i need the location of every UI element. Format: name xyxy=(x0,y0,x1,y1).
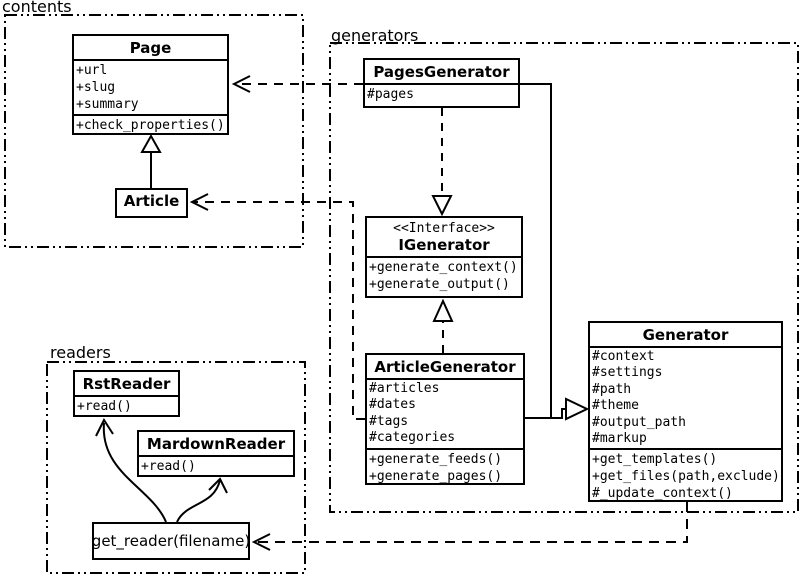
method: +generate_output() xyxy=(369,277,510,292)
attribute: #settings xyxy=(592,365,663,381)
generalization-pagesgenerator-to-generator xyxy=(519,83,552,418)
method: +read() xyxy=(77,399,132,414)
realization-articlegenerator-to-igenerator xyxy=(432,298,454,353)
method: +read() xyxy=(141,459,196,474)
attribute: #path xyxy=(592,381,632,397)
class-page-attributes: +url +slug +summary xyxy=(74,59,227,114)
dependency-articlegenerator-to-article xyxy=(189,193,365,420)
attribute: #markup xyxy=(592,431,647,447)
arrow-getreader-to-rstreader xyxy=(95,417,167,523)
class-rstreader: RstReader +read() xyxy=(73,370,180,417)
arrow-getreader-to-mardownreader xyxy=(176,477,228,523)
class-igenerator-stereotype: <<Interface>> xyxy=(393,221,495,236)
package-border-generators xyxy=(329,42,799,513)
method: +generate_feeds() xyxy=(369,451,503,467)
dependency-generator-to-getreader xyxy=(251,502,688,551)
class-generator-attributes: #context #settings #path #theme #output_… xyxy=(590,346,781,448)
attribute: +slug xyxy=(76,80,116,95)
method: +get_files(path,exclude) xyxy=(592,469,780,485)
class-articlegenerator-attributes: #articles #dates #tags #categories xyxy=(367,378,523,448)
method: +check_properties() xyxy=(76,118,225,133)
attribute: #context xyxy=(592,349,655,364)
method: +get_templates() xyxy=(592,452,718,468)
package-label-generators: generators xyxy=(331,26,419,45)
package-label-contents: contents xyxy=(2,0,72,16)
class-article: Article xyxy=(115,188,188,218)
attribute: #articles xyxy=(369,381,440,396)
realization-pagesgenerator-to-igenerator xyxy=(431,108,453,217)
class-pagesgenerator-title: PagesGenerator xyxy=(373,63,510,81)
class-pagesgenerator-attributes: #pages xyxy=(365,83,518,104)
function-get-reader: get_reader(filename) xyxy=(92,522,250,560)
class-generator-methods: +get_templates() +get_files(path,exclude… xyxy=(590,448,781,502)
function-get-reader-label: get_reader(filename) xyxy=(91,532,251,550)
method: #_update_context() xyxy=(592,486,733,502)
generalization-article-to-page xyxy=(140,133,162,188)
package-border-contents xyxy=(4,14,304,248)
class-generator-title: Generator xyxy=(642,326,729,344)
dependency-pagesgenerator-to-page xyxy=(231,75,363,93)
class-igenerator-title: IGenerator xyxy=(398,236,490,254)
attribute: #theme xyxy=(592,398,639,414)
method: +generate_context() xyxy=(369,260,518,275)
package-border-readers xyxy=(46,361,306,574)
class-mardownreader: MardownReader +read() xyxy=(137,430,295,477)
class-generator: Generator #context #settings #path #them… xyxy=(588,321,783,502)
generalization-articlegenerator-to-generator xyxy=(525,397,590,421)
class-page-title: Page xyxy=(129,39,172,57)
class-mardownreader-title: MardownReader xyxy=(146,435,286,453)
class-articlegenerator-methods: +generate_feeds() +generate_pages() xyxy=(367,447,523,484)
class-articlegenerator: ArticleGenerator #articles #dates #tags … xyxy=(365,353,525,485)
method: +generate_pages() xyxy=(369,468,503,484)
package-label-readers: readers xyxy=(50,343,111,362)
attribute: +url xyxy=(76,63,108,78)
attribute: #dates xyxy=(369,397,416,413)
class-pagesgenerator: PagesGenerator #pages xyxy=(363,58,520,108)
class-page-methods: +check_properties() xyxy=(74,114,227,133)
class-articlegenerator-title: ArticleGenerator xyxy=(374,358,516,376)
attribute: +summary xyxy=(76,97,139,112)
class-rstreader-methods: +read() xyxy=(75,395,178,415)
class-rstreader-title: RstReader xyxy=(82,375,171,393)
attribute: #pages xyxy=(367,87,414,102)
class-igenerator-methods: +generate_context() +generate_output() xyxy=(367,256,521,294)
class-page: Page +url +slug +summary +check_properti… xyxy=(72,34,229,135)
attribute: #tags xyxy=(369,413,409,429)
class-igenerator: <<Interface>> IGenerator +generate_conte… xyxy=(365,216,523,298)
class-article-title: Article xyxy=(123,192,180,210)
attribute: #output_path xyxy=(592,414,686,430)
class-mardownreader-methods: +read() xyxy=(139,455,293,475)
attribute: #categories xyxy=(369,430,456,446)
